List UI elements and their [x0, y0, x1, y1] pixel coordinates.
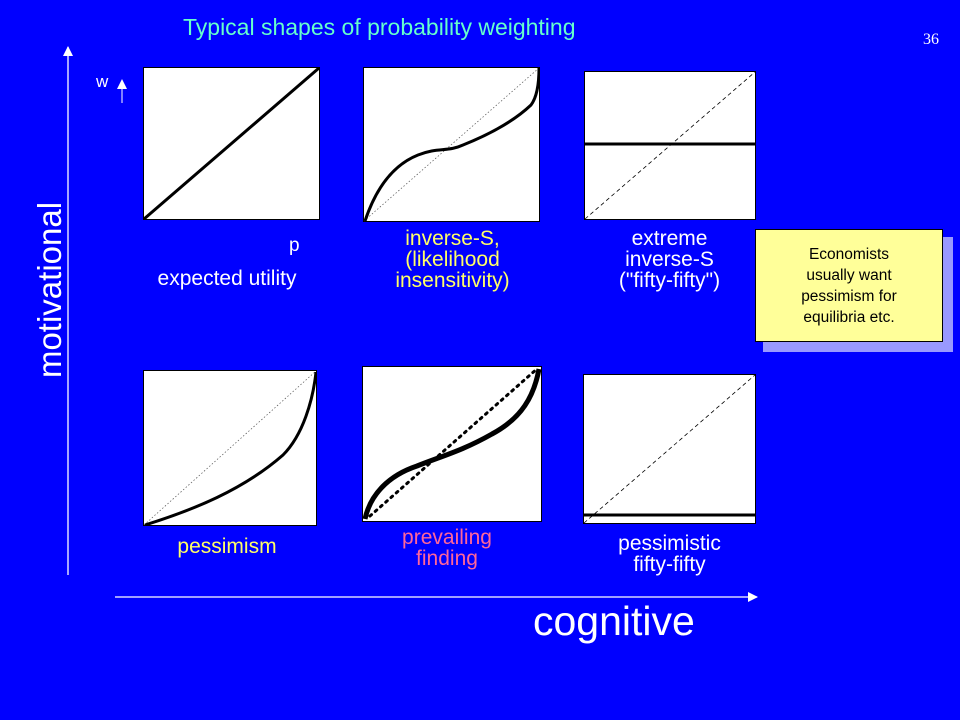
- caption-inverse-s: inverse-S, (likelihood insensitivity): [395, 227, 510, 292]
- caption-expected-utility: expected utility: [157, 267, 297, 290]
- weighting-curve: [144, 371, 317, 526]
- panel-pessimistic-fifty-fifty: [583, 374, 756, 524]
- slide-title: Typical shapes of probability weighting: [183, 14, 576, 40]
- panel-pessimism: [143, 370, 317, 526]
- diagonal-reference: [583, 374, 756, 524]
- economists-callout: Economists usually want pessimism for eq…: [755, 229, 943, 342]
- caption-pessimistic-fifty-fifty: pessimistic fifty-fifty: [618, 532, 721, 576]
- p-label: p: [289, 235, 300, 256]
- panel-expected-utility: [143, 67, 320, 220]
- panel-prevailing-finding: [362, 366, 542, 522]
- weighting-curve: [362, 368, 542, 520]
- slide-number: 36: [923, 31, 939, 48]
- w-label: w: [96, 72, 109, 91]
- weighting-curve: [143, 67, 320, 220]
- y-axis-label: motivational: [31, 201, 68, 379]
- dotted-reference: [368, 366, 540, 518]
- weighting-curve: [363, 67, 540, 222]
- panel-inverse-s: [363, 67, 540, 222]
- x-axis-label: cognitive: [533, 598, 695, 644]
- panel-extreme-inverse-s: [584, 71, 756, 220]
- diagonal-reference: [363, 67, 540, 222]
- caption-pessimism: pessimism: [177, 535, 277, 558]
- caption-prevailing-finding: prevailing finding: [402, 526, 492, 570]
- caption-extreme-inverse-s: extreme inverse-S ("fifty-fifty"): [618, 227, 721, 292]
